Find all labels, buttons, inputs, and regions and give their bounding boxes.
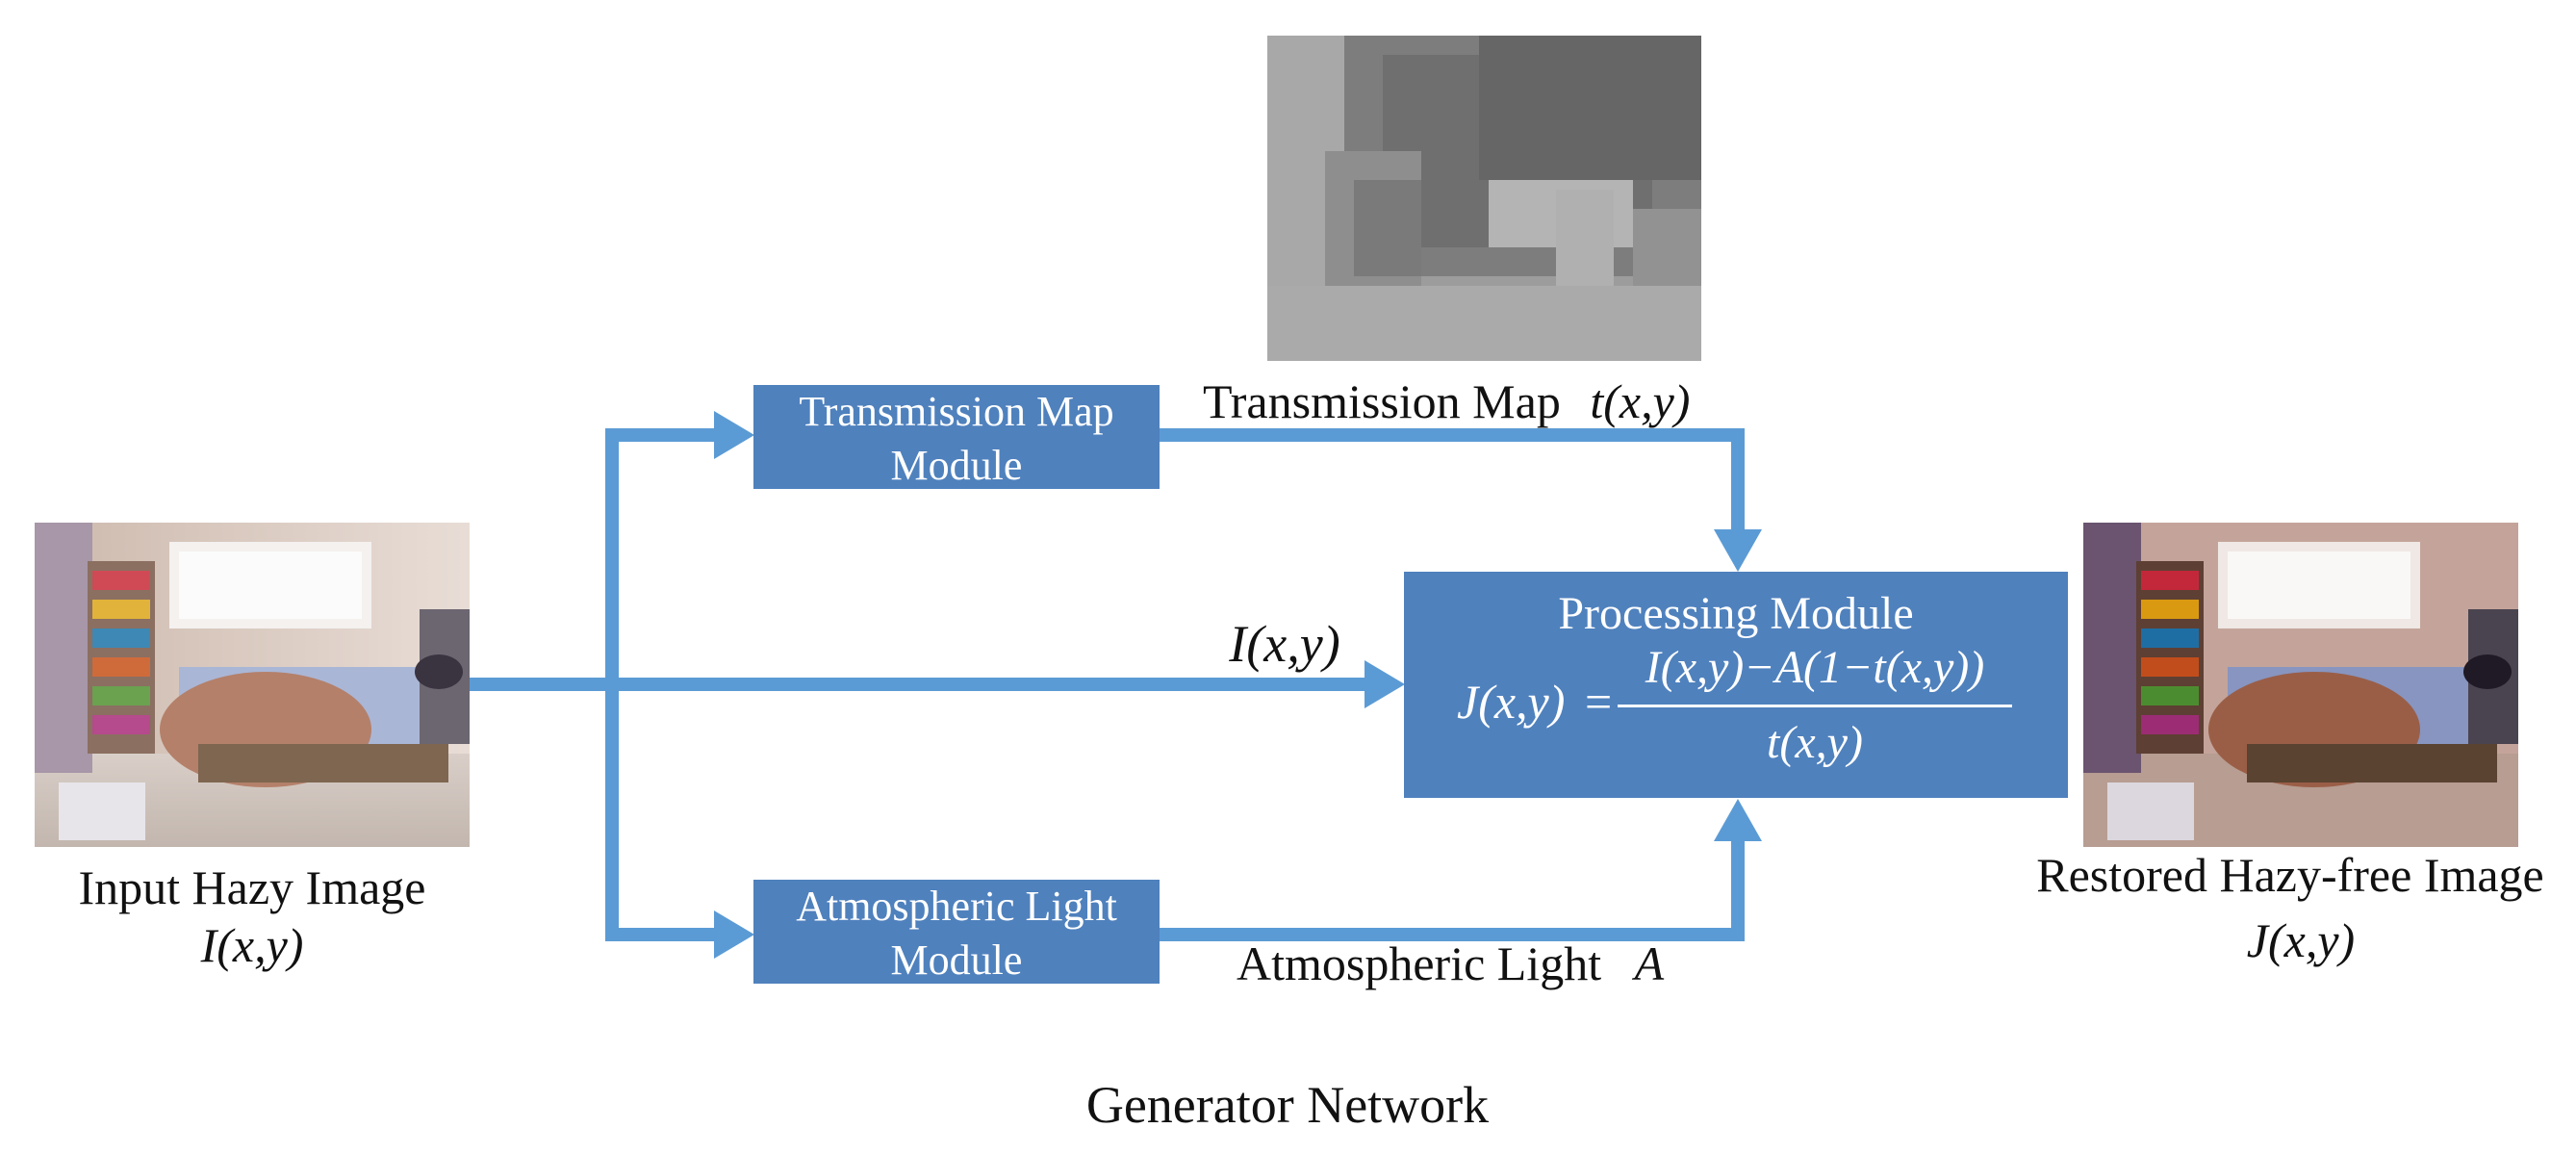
arrowhead-processing-bottom — [1714, 799, 1762, 841]
atmospheric-output-label: Atmospheric Light A — [1237, 936, 1775, 991]
atmospheric-module-line1: Atmospheric Light — [796, 883, 1117, 930]
transmission-module-line1: Transmission Map — [799, 388, 1114, 435]
transmission-map-image — [1267, 36, 1701, 361]
output-symbol: J(x,y) — [2246, 913, 2356, 967]
input-caption: Input Hazy Image — [78, 860, 426, 914]
arrow-atmospheric-to-processing — [1160, 839, 1745, 941]
arrowhead-atmospheric-module — [714, 910, 754, 959]
atmospheric-module-line2: Module — [890, 936, 1023, 984]
transmission-module-line2: Module — [890, 442, 1023, 489]
network-caption: Generator Network — [1085, 1076, 1490, 1134]
atmospheric-light-module: Atmospheric Light Module — [753, 880, 1160, 984]
arrowhead-processing-left — [1365, 660, 1405, 708]
arrow-transmission-to-processing — [1160, 428, 1745, 531]
transmission-map-module: Transmission Map Module — [753, 385, 1160, 489]
fraction-bar — [1618, 705, 2012, 707]
atmospheric-output-symbol: A — [1634, 936, 1665, 990]
input-symbol: I(x,y) — [200, 918, 304, 972]
atmospheric-output-text: Atmospheric Light — [1237, 936, 1602, 990]
restored-hazy-free-image — [2083, 523, 2518, 847]
direct-path-symbol: I(x,y) — [1229, 615, 1340, 673]
transmission-output-text: Transmission Map — [1203, 374, 1561, 428]
transmission-output-label: Transmission Map t(x,y) — [1203, 373, 1799, 429]
arrowhead-transmission-module — [714, 411, 754, 459]
transmission-output-symbol: t(x,y) — [1590, 374, 1691, 428]
arrowhead-processing-top — [1714, 529, 1762, 572]
processing-equation-lhs: J(x,y) — [1457, 675, 1566, 729]
processing-module: Processing Module J(x,y) = I(x,y)−A(1−t(… — [1404, 572, 2068, 798]
processing-module-title: Processing Module — [1558, 588, 1914, 639]
processing-equation-numerator: I(x,y)−A(1−t(x,y)) — [1645, 642, 1985, 693]
input-hazy-image — [35, 523, 470, 847]
processing-equation-equals: = — [1585, 675, 1613, 729]
processing-equation-denominator: t(x,y) — [1767, 717, 1863, 768]
output-caption: Restored Hazy-free Image — [2036, 848, 2544, 902]
